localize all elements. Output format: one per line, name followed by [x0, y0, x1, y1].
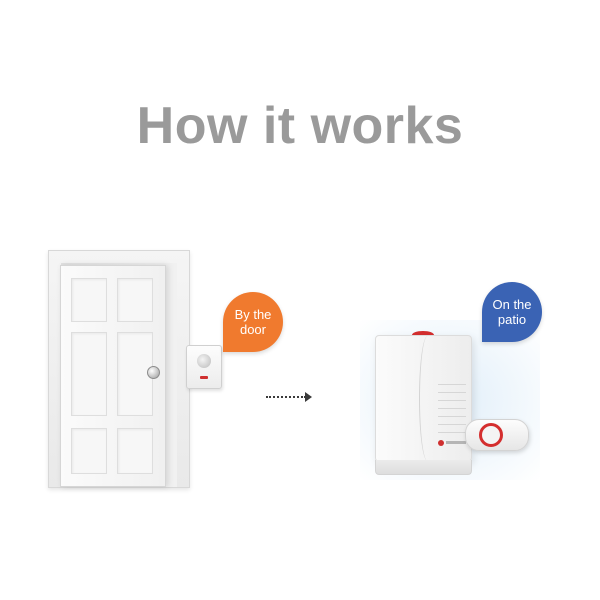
chime-receiver-icon	[375, 335, 472, 462]
door-panel	[71, 278, 107, 322]
doorbell-push-icon	[186, 345, 222, 389]
page-title: How it works	[136, 97, 464, 155]
portable-button-icon	[465, 419, 529, 451]
brand-logo-mark	[438, 440, 444, 446]
door-knob	[147, 366, 160, 379]
chime-speaker-grille	[438, 384, 466, 440]
arrow-right-icon	[305, 392, 312, 402]
chime-wave-line	[419, 336, 436, 461]
arrow-dotted-line	[266, 396, 306, 398]
remote-button-ring	[479, 423, 503, 447]
sensor-lens	[197, 354, 211, 368]
door-panel	[117, 278, 153, 322]
callout-on-the-patio: On the patio	[482, 282, 542, 342]
door-panel	[117, 428, 153, 474]
brand-wordmark	[446, 441, 466, 444]
door-panel	[71, 428, 107, 474]
brand-logo-mark	[200, 376, 208, 379]
door-panel	[71, 332, 107, 416]
chime-base	[375, 460, 472, 475]
callout-by-the-door: By the door	[223, 292, 283, 352]
